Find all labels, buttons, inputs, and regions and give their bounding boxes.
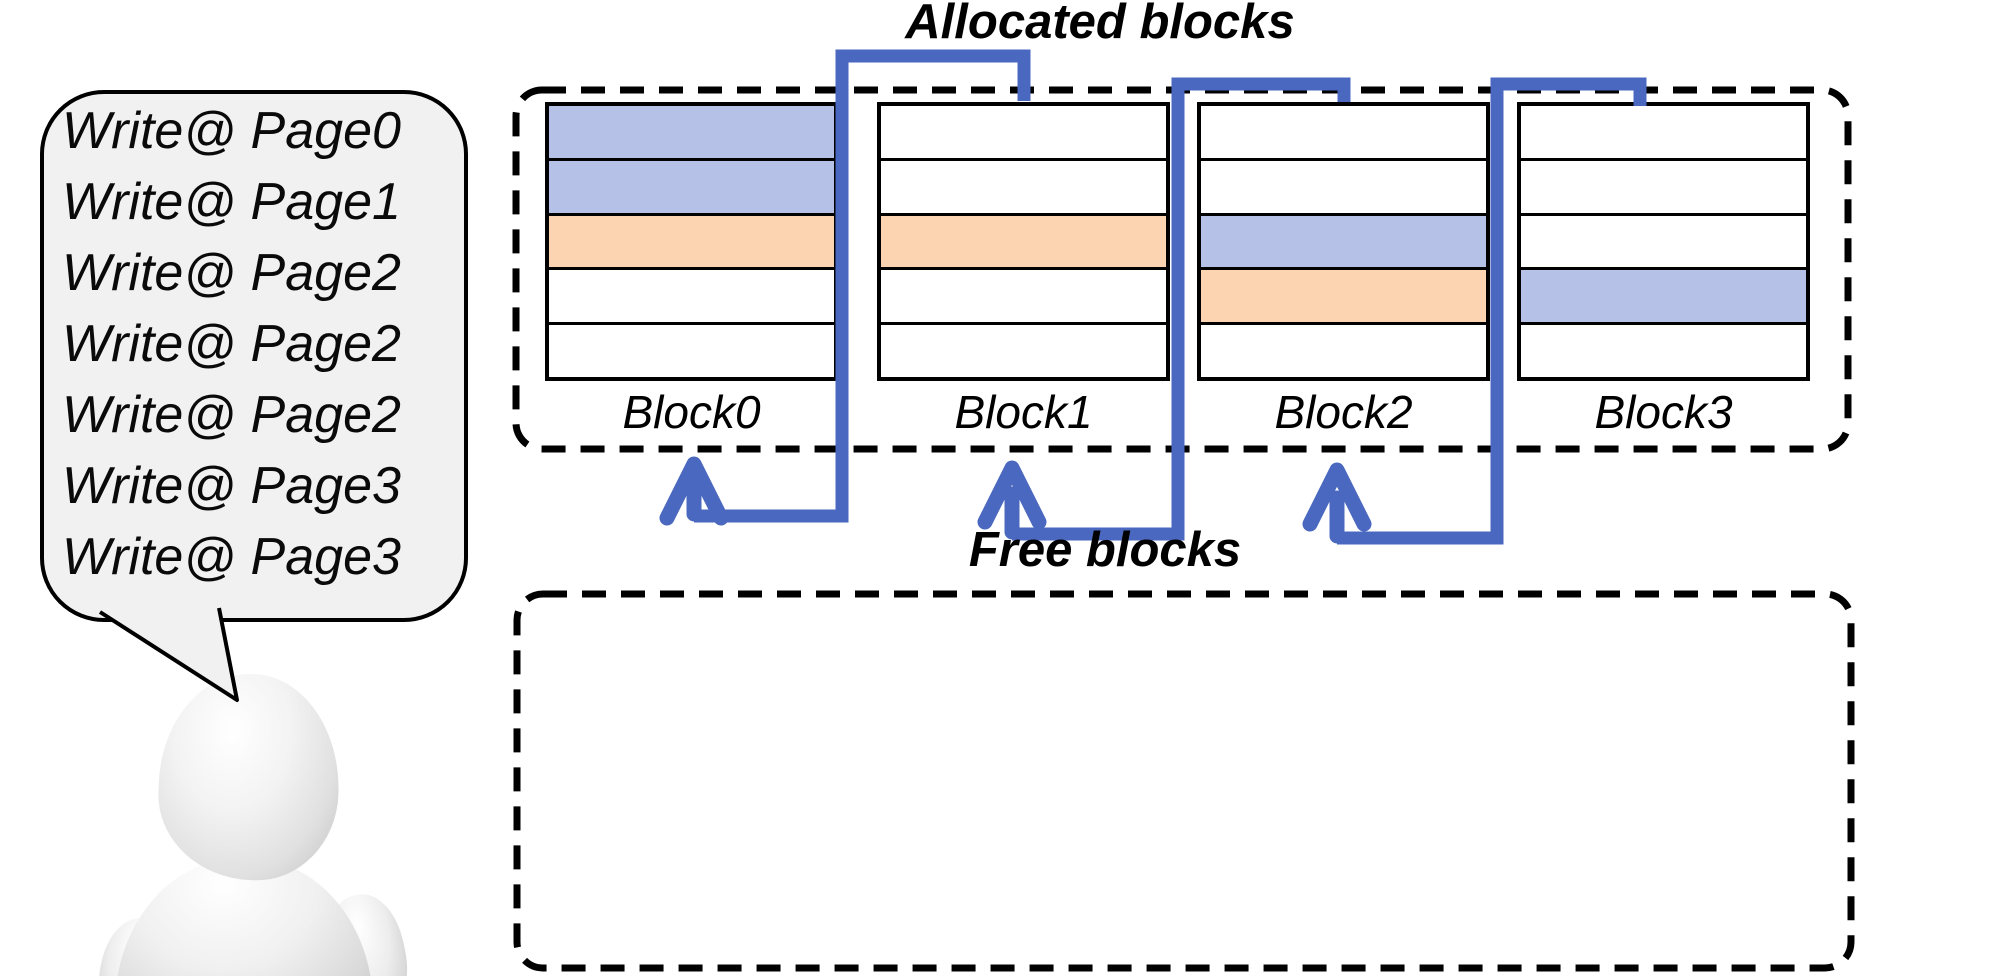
free-blocks-container — [513, 590, 1855, 972]
write-request-line: Write@ Page3 — [62, 528, 401, 586]
page-row-white — [1201, 325, 1486, 377]
up-arrow-block2 — [1302, 462, 1372, 544]
block3-label: Block3 — [1594, 386, 1733, 438]
page-row-white — [1521, 106, 1806, 161]
allocated-blocks-title: Allocated blocks — [905, 0, 1295, 49]
page-row-blue — [1201, 215, 1486, 271]
page-row-white — [1521, 215, 1806, 271]
page-row-orange — [1201, 270, 1486, 326]
page-row-white — [549, 325, 834, 377]
page-row-white — [881, 325, 1166, 377]
write-request-line: Write@ Page2 — [62, 315, 401, 373]
page-row-orange — [881, 215, 1166, 271]
page-row-white — [881, 270, 1166, 326]
page-row-blue — [549, 160, 834, 216]
write-request-line: Write@ Page1 — [62, 173, 401, 231]
page-row-white — [881, 106, 1166, 161]
block3-table — [1517, 102, 1810, 381]
block2-label: Block2 — [1274, 386, 1413, 438]
page-row-white — [1521, 160, 1806, 216]
page-row-orange — [549, 215, 834, 271]
write-request-line: Write@ Page2 — [62, 244, 401, 302]
person-head — [155, 670, 343, 884]
block2-table — [1197, 102, 1490, 381]
person-figure — [89, 668, 417, 976]
write-request-line: Write@ Page0 — [62, 102, 401, 160]
page-row-white — [549, 270, 834, 326]
block1-table — [877, 102, 1170, 381]
page-row-white — [1521, 325, 1806, 377]
page-row-white — [1201, 106, 1486, 161]
speech-bubble — [40, 90, 468, 622]
block1-label: Block1 — [954, 386, 1093, 438]
free-blocks-title: Free blocks — [968, 523, 1242, 577]
up-arrow-block0 — [659, 456, 729, 526]
block0-table — [545, 102, 838, 381]
page-row-white — [1201, 160, 1486, 216]
write-request-line: Write@ Page2 — [62, 386, 401, 444]
page-row-white — [881, 160, 1166, 216]
page-row-blue — [549, 106, 834, 161]
page-row-blue — [1521, 270, 1806, 326]
write-request-line: Write@ Page3 — [62, 457, 401, 515]
block0-label: Block0 — [622, 386, 761, 438]
